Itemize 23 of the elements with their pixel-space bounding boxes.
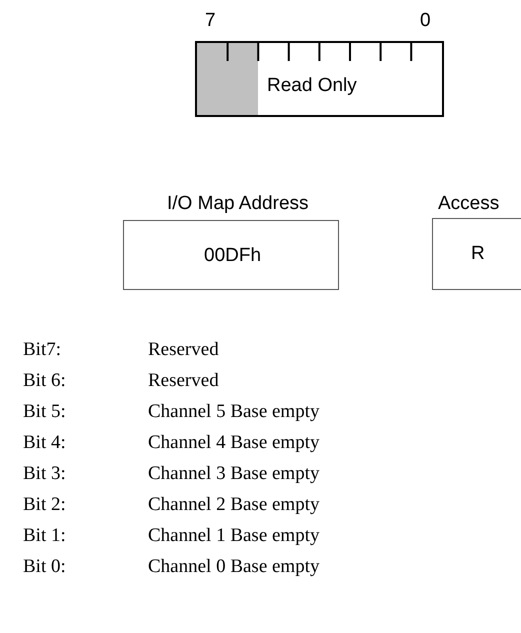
bit-description: Channel 3 Base empty xyxy=(148,463,320,485)
bit-name: Bit 1: xyxy=(23,525,66,547)
bit-name: Bit 6: xyxy=(23,370,66,392)
field-heading: Access xyxy=(438,193,500,215)
bit-name: Bit 0: xyxy=(23,556,66,578)
bit-name: Bit 3: xyxy=(23,463,66,485)
bit-number: 0 xyxy=(420,10,431,32)
bit-description: Channel 5 Base empty xyxy=(148,401,320,423)
bit-description: Channel 2 Base empty xyxy=(148,494,320,516)
bit-description: Channel 0 Base empty xyxy=(148,556,320,578)
bit-number: 7 xyxy=(205,10,216,32)
bit-name: Bit 5: xyxy=(23,401,66,423)
bit-description: Reserved xyxy=(148,370,219,392)
bit-name: Bit7: xyxy=(23,339,62,361)
bit-name: Bit 4: xyxy=(23,432,66,454)
bit-description: Reserved xyxy=(148,339,219,361)
field-heading: I/O Map Address xyxy=(167,193,309,215)
address-value: 00DFh xyxy=(204,245,262,267)
access-value: R xyxy=(471,243,485,265)
bit-description: Channel 4 Base empty xyxy=(148,432,320,454)
register-access-text: Read Only xyxy=(267,75,357,97)
bit-name: Bit 2: xyxy=(23,494,66,516)
bit-description: Channel 1 Base empty xyxy=(148,525,320,547)
